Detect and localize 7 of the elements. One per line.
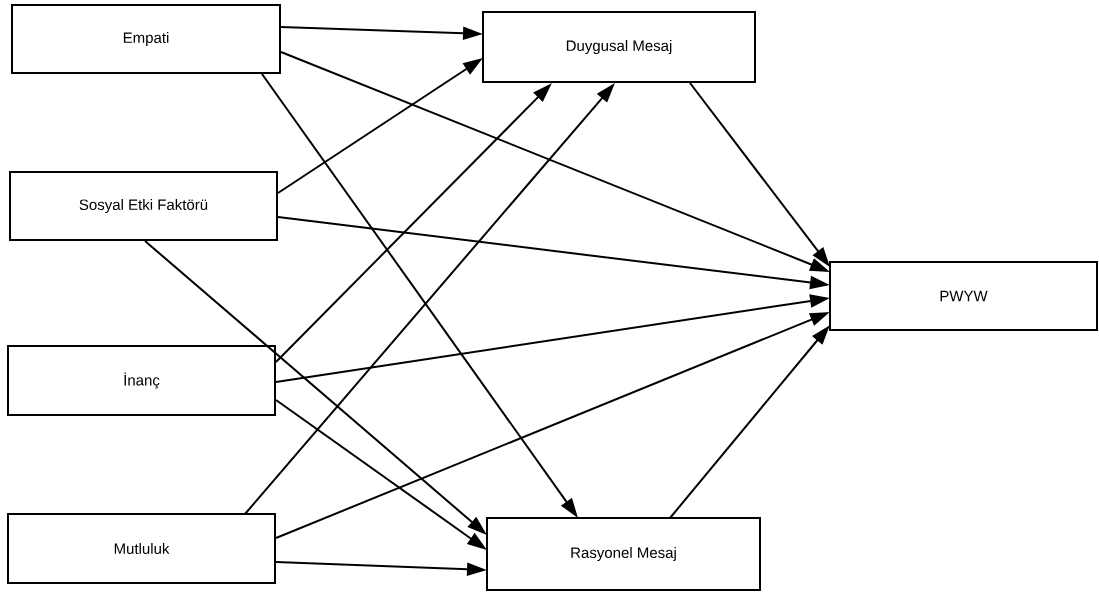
factor-box: Mutluluk bbox=[7, 513, 276, 584]
factor-box: Sosyal Etki Faktörü bbox=[9, 171, 278, 241]
factor-box: Rasyonel Mesaj bbox=[486, 517, 761, 591]
factor-box: Empati bbox=[11, 4, 281, 74]
factor-box: Duygusal Mesaj bbox=[482, 11, 756, 83]
factor-box: İnanç bbox=[7, 345, 276, 416]
factor-box: PWYW bbox=[829, 261, 1098, 331]
